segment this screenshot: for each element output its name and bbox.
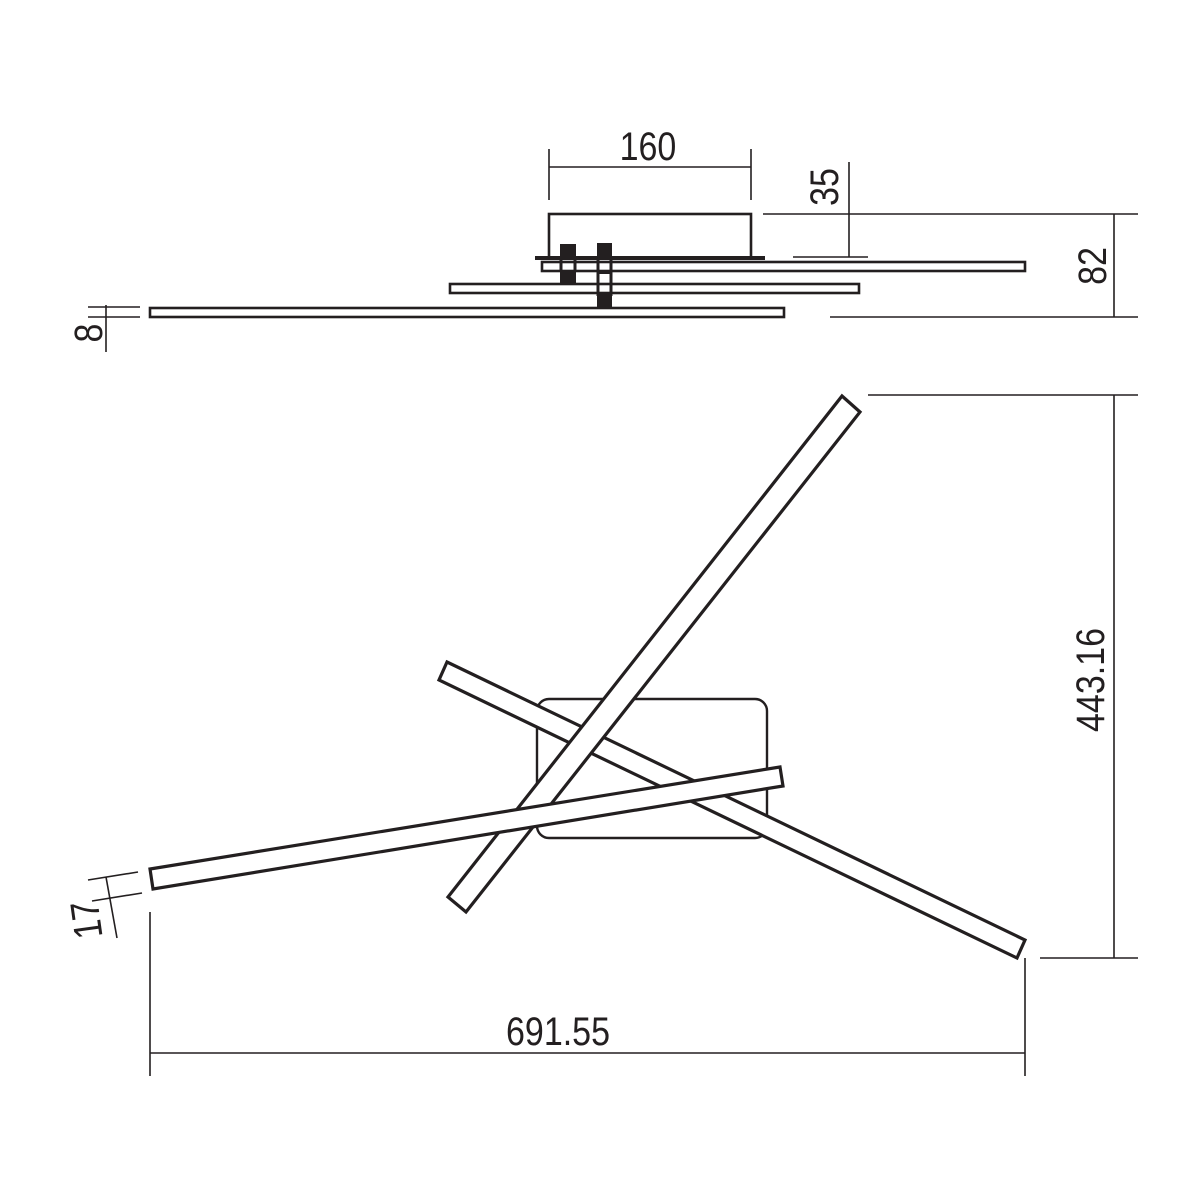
- side-bar-top: [540, 260, 1027, 273]
- dimension-base-height: 35: [763, 162, 1138, 258]
- dimension-base-width: 160: [548, 123, 752, 200]
- top-view: 443.16 691.55 17: [61, 393, 1138, 1076]
- dimension-label-total-width: 691.55: [506, 1008, 610, 1053]
- dimension-label-bar-thickness: 8: [65, 324, 110, 343]
- dimension-bar-width: 17: [61, 871, 143, 942]
- side-view: 160 35 82 8: [65, 123, 1138, 352]
- dimension-total-height-top: 443.16: [868, 394, 1138, 959]
- dimension-label-total-height-side: 82: [1069, 247, 1114, 285]
- dimension-label-total-height-top: 443.16: [1067, 628, 1112, 732]
- dimension-total-height-side: 82: [830, 214, 1138, 318]
- side-connector-left: [559, 244, 577, 284]
- top-bar-near-horizontal: [148, 765, 785, 891]
- dimension-label-base-height: 35: [801, 168, 846, 206]
- side-base-housing: [547, 212, 753, 260]
- side-mounting-plate: [535, 256, 765, 260]
- side-bar-middle: [448, 282, 861, 295]
- dimension-bar-thickness: 8: [65, 305, 140, 352]
- dimension-label-bar-width: 17: [61, 898, 111, 942]
- dimension-label-base-width: 160: [620, 123, 677, 168]
- top-bar-diagonal-ascending: [445, 393, 863, 915]
- side-bar-bottom: [148, 306, 786, 319]
- dimension-total-width: 691.55: [149, 912, 1026, 1076]
- side-connector-right: [596, 243, 613, 308]
